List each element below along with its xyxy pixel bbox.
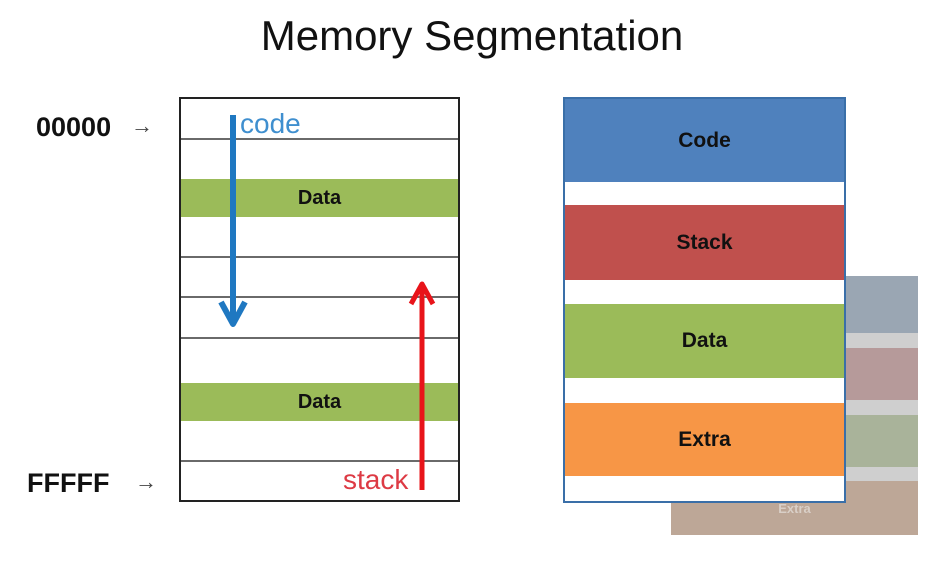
shadow-extra-label: Extra	[778, 500, 811, 516]
segment-code: Code	[565, 99, 844, 182]
segment-label: Data	[681, 329, 728, 352]
start-address-arrow-icon: →	[131, 113, 153, 138]
memory-row-divider	[181, 296, 458, 298]
data-band-2: Data	[181, 383, 458, 421]
stack-growth-arrow	[408, 281, 436, 490]
memory-row-divider	[181, 256, 458, 258]
segment-label: Code	[678, 128, 731, 152]
end-address-arrow-icon: →	[135, 469, 157, 494]
segment-label: Extra	[678, 427, 731, 451]
segment-extra: Extra	[565, 403, 844, 476]
page-title: Memory Segmentation	[260, 12, 684, 59]
segment-stack-block: Stack	[565, 205, 844, 280]
shadow-stack-segment	[844, 348, 918, 400]
segment-label: Stack	[676, 230, 733, 254]
data-band-label: Data	[297, 390, 342, 413]
memory-row-divider	[181, 460, 458, 462]
code-arrow-label: code	[240, 108, 301, 139]
code-growth-arrow	[218, 115, 248, 327]
memory-row-divider	[181, 337, 458, 339]
data-band-label: Data	[297, 186, 342, 209]
shadow-code-segment	[844, 276, 918, 333]
start-address-label: 00000	[36, 112, 112, 142]
end-address-label: FFFFF	[27, 468, 110, 498]
stack-arrow-label: stack	[343, 464, 409, 495]
data-band-1: Data	[181, 179, 458, 217]
shadow-gap	[844, 333, 918, 348]
shadow-data-segment	[844, 415, 918, 467]
segment-data: Data	[565, 304, 844, 378]
shadow-gap	[844, 467, 918, 481]
memory-row-divider	[181, 138, 458, 140]
segment-stack: Code Stack Data Extra	[563, 97, 846, 503]
shadow-gap	[844, 400, 918, 415]
